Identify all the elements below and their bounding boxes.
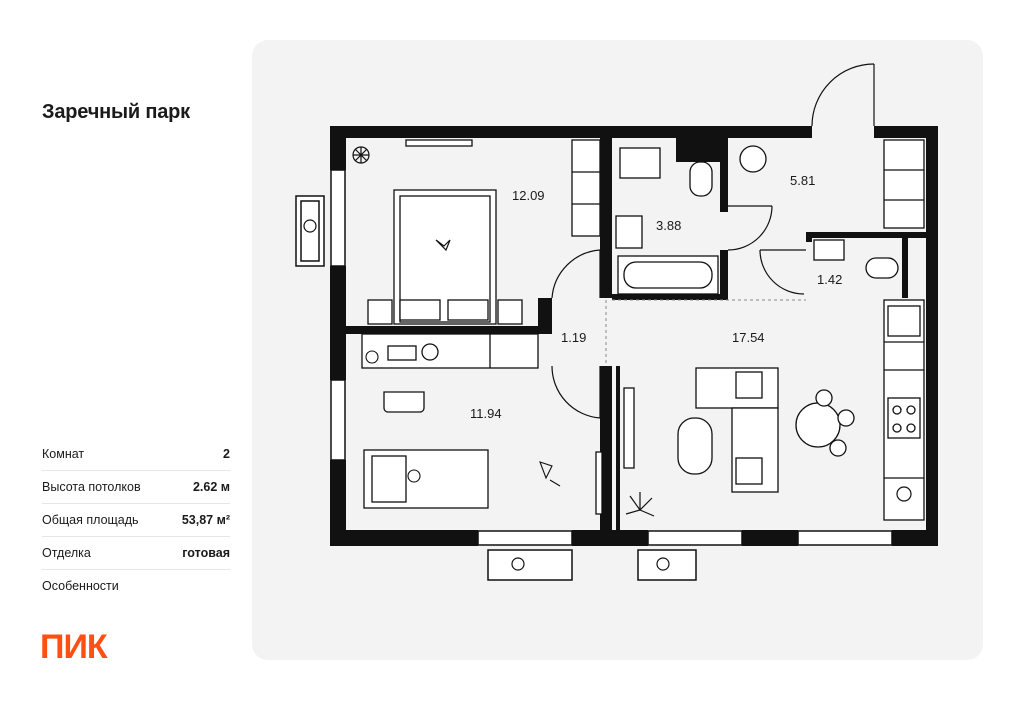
area-bedroom: 12.09 — [512, 188, 545, 203]
pik-logo: ПИК — [40, 628, 108, 666]
windows — [330, 169, 893, 546]
area-kitchen-living: 17.54 — [732, 330, 765, 345]
spec-label: Комнат — [42, 447, 85, 461]
flower-icons — [303, 219, 670, 571]
spec-value: 2.62 м — [192, 480, 230, 494]
specs-list: Комнат 2 Высота потолков 2.62 м Общая пл… — [42, 438, 230, 602]
area-labels: 12.09 3.88 5.81 1.42 1.19 11.94 17.54 — [470, 173, 842, 421]
kids-room-furniture — [361, 333, 603, 515]
toy-icons — [365, 350, 561, 487]
spec-value: 53,87 м² — [181, 513, 230, 527]
plant-icon — [625, 486, 912, 517]
area-toilet: 1.42 — [817, 272, 842, 287]
spec-value: готовая — [182, 546, 230, 560]
outer-walls — [330, 126, 938, 546]
bathroom-fixtures — [615, 147, 719, 295]
spec-label: Особенности — [42, 579, 119, 593]
hall-fixtures — [739, 139, 925, 229]
spec-features: Особенности — [42, 570, 230, 602]
planters — [295, 195, 697, 581]
spec-value: 2 — [223, 447, 230, 461]
decor-icons — [352, 146, 451, 252]
spec-label: Высота потолков — [42, 480, 141, 494]
spec-finishing: Отделка готовая — [42, 537, 230, 570]
doors — [551, 63, 875, 419]
area-kids-room: 11.94 — [470, 406, 502, 421]
spec-label: Общая площадь — [42, 513, 139, 527]
door-gap-lines — [605, 299, 806, 366]
page-title: Заречный парк — [42, 101, 190, 123]
spec-total-area: Общая площадь 53,87 м² — [42, 504, 230, 537]
spec-rooms: Комнат 2 — [42, 438, 230, 471]
spec-ceiling-height: Высота потолков 2.62 м — [42, 471, 230, 504]
area-bathroom: 3.88 — [656, 218, 681, 233]
area-hall: 5.81 — [790, 173, 815, 188]
spec-label: Отделка — [42, 546, 91, 560]
area-corridor: 1.19 — [561, 330, 586, 345]
bedroom-furniture — [367, 139, 601, 325]
toilet-fixtures — [813, 239, 899, 279]
kitchen-living-furniture — [623, 299, 925, 521]
